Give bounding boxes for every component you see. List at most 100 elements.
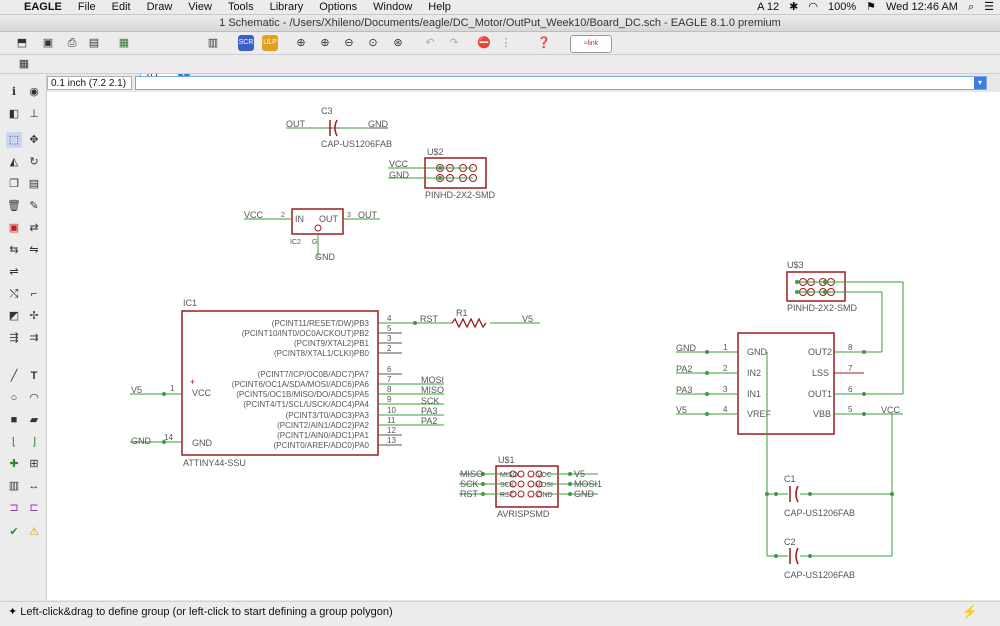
- script-icon[interactable]: SCR: [238, 35, 254, 51]
- group-icon[interactable]: ⬚: [6, 132, 22, 148]
- header-u2[interactable]: U$2 PINHD-2X2-SMD VCC GND: [388, 147, 496, 200]
- polygon-icon[interactable]: ▰: [29, 414, 39, 426]
- motor-driver-ic[interactable]: GND IN2 IN1 VREF OUT2 LSS OUT1 VBB 1 2 3…: [676, 332, 903, 435]
- frame-icon[interactable]: ⊐: [9, 502, 19, 514]
- design-link-icon[interactable]: ≈link: [570, 35, 612, 53]
- window-title-bar: 1 Schematic - /Users/Xhileno/Documents/e…: [0, 15, 1000, 32]
- menu-edit[interactable]: Edit: [111, 1, 131, 13]
- zoom-fit-icon[interactable]: ⊕: [296, 37, 306, 49]
- library-icon[interactable]: ▥: [207, 37, 219, 49]
- input-source-indicator[interactable]: A 12: [757, 1, 780, 13]
- menu-tools[interactable]: Tools: [227, 1, 254, 13]
- menu-file[interactable]: File: [77, 1, 96, 13]
- undo-icon[interactable]: ↶: [425, 37, 435, 49]
- print-icon[interactable]: ⎙: [67, 37, 77, 49]
- regulator-ic2[interactable]: IN OUT G 2 3 IC2 VCC OUT GND: [244, 208, 380, 262]
- wifi-icon[interactable]: ◠: [808, 1, 818, 13]
- wire-icon[interactable]: ⌊: [11, 436, 17, 448]
- ic1-name: IC1: [183, 298, 197, 308]
- r1-name: R1: [456, 308, 468, 318]
- app-menu[interactable]: EAGLE: [24, 1, 62, 13]
- schematic-drawing[interactable]: C3 CAP-US1206FAB OUT GND U$2 PINHD-2X2-S…: [47, 92, 1000, 600]
- help-icon[interactable]: ❓: [537, 37, 551, 49]
- line-icon[interactable]: ╱: [10, 370, 18, 382]
- name-icon[interactable]: ⇉: [29, 332, 39, 344]
- isp-header-u1[interactable]: U$1 AVRISPSMD MISO SCK RST VCC MOSI GND …: [459, 455, 602, 519]
- circle-icon[interactable]: ○: [10, 392, 18, 404]
- clock[interactable]: Wed 12:46 AM: [886, 1, 958, 13]
- u1-pin-rst: RST: [500, 492, 515, 499]
- gate-swap-icon[interactable]: ⇆: [9, 244, 19, 256]
- bluetooth-icon[interactable]: ✱: [789, 1, 799, 13]
- zoom-redraw-icon[interactable]: ⊙: [368, 37, 378, 49]
- redo-icon[interactable]: ↷: [449, 37, 459, 49]
- net-icon[interactable]: ⌋: [31, 436, 37, 448]
- flag-icon[interactable]: ⚑: [866, 1, 876, 13]
- display-layers-icon[interactable]: ◧: [8, 108, 20, 120]
- cam-icon[interactable]: ▤: [88, 37, 100, 49]
- menu-options[interactable]: Options: [319, 1, 358, 13]
- rectangle-icon[interactable]: ■: [10, 414, 18, 426]
- stop-icon[interactable]: ⛔: [477, 37, 491, 49]
- mirror-icon[interactable]: ◭: [9, 156, 19, 168]
- miter-icon[interactable]: ⌐: [30, 288, 38, 300]
- add-part-icon[interactable]: ▣: [8, 222, 20, 234]
- search-icon[interactable]: ⌕: [967, 1, 975, 13]
- delete-icon[interactable]: 🗑: [7, 200, 21, 212]
- microcontroller-ic1[interactable]: IC1 ATTINY44-SSU VCC GND + V5 GND 1 14 (…: [130, 298, 540, 468]
- split-icon[interactable]: ⤭: [9, 288, 19, 300]
- battery-indicator[interactable]: 100%: [827, 1, 857, 13]
- paste-icon[interactable]: ▤: [28, 178, 40, 190]
- menu-view[interactable]: View: [188, 1, 212, 13]
- warning-icon[interactable]: ⚠: [29, 526, 39, 538]
- save-icon[interactable]: ▣: [42, 37, 54, 49]
- info-icon[interactable]: ℹ: [11, 86, 17, 98]
- show-icon[interactable]: ◉: [29, 86, 39, 98]
- zoom-in-icon[interactable]: ⊕: [320, 37, 330, 49]
- driver-net-v5: V5: [676, 405, 687, 415]
- ic1-pin-number: 12: [387, 426, 396, 435]
- driver-net-pa2: PA2: [676, 364, 692, 374]
- menu-window[interactable]: Window: [373, 1, 413, 13]
- rotate-icon[interactable]: ↻: [29, 156, 39, 168]
- pin-swap-icon[interactable]: ⇋: [29, 244, 39, 256]
- zoom-select-icon[interactable]: ⊛: [393, 37, 403, 49]
- smash-icon[interactable]: ◩: [8, 310, 20, 322]
- port-icon[interactable]: ⊏: [29, 502, 39, 514]
- arc-icon[interactable]: ◠: [29, 392, 39, 404]
- attribute-icon[interactable]: ▥: [8, 480, 20, 492]
- capacitors-c1-c2[interactable]: C1 CAP-US1206FAB C2 CAP-US1206FAB: [765, 352, 894, 580]
- go-icon[interactable]: ⋮: [500, 37, 512, 49]
- u1-net-mosi1: MOSI1: [574, 479, 602, 489]
- wrench-icon[interactable]: ✎: [29, 200, 39, 212]
- move-icon[interactable]: ✥: [29, 134, 39, 146]
- driver-pinnum-6: 6: [848, 385, 853, 394]
- board-switch-icon[interactable]: ▦: [118, 37, 130, 49]
- menu-draw[interactable]: Draw: [146, 1, 173, 13]
- capacitor-c3[interactable]: C3 CAP-US1206FAB OUT GND: [286, 106, 392, 149]
- mark-icon[interactable]: ⊥: [29, 108, 39, 120]
- text-icon[interactable]: T: [30, 370, 38, 382]
- change-icon[interactable]: ✢: [29, 310, 39, 322]
- chevron-down-icon[interactable]: ▾: [974, 77, 986, 89]
- invoke-icon[interactable]: ⇌: [9, 266, 19, 278]
- zoom-out-icon[interactable]: ⊖: [344, 37, 354, 49]
- copy-icon[interactable]: ❐: [9, 178, 19, 190]
- menu-help[interactable]: Help: [428, 1, 451, 13]
- schematic-canvas[interactable]: C3 CAP-US1206FAB OUT GND U$2 PINHD-2X2-S…: [47, 92, 1000, 600]
- stop-command-bolt-icon[interactable]: ⚡: [961, 604, 978, 619]
- command-line-input[interactable]: ▾: [135, 76, 987, 90]
- ic2-pin-in: IN: [295, 214, 304, 224]
- erc-icon[interactable]: ✔: [9, 526, 19, 538]
- menu-library[interactable]: Library: [269, 1, 304, 13]
- dimension-icon[interactable]: ↔: [28, 480, 40, 492]
- ulp-icon[interactable]: ULP: [262, 35, 278, 51]
- menu-list-icon[interactable]: ☰: [984, 1, 994, 13]
- optimize-icon[interactable]: ⇶: [9, 332, 19, 344]
- open-file-icon[interactable]: ⬒: [16, 37, 28, 49]
- grid-icon[interactable]: ▦: [18, 58, 30, 70]
- junction-icon[interactable]: ✚: [9, 458, 19, 470]
- label-icon[interactable]: ⊞: [29, 458, 39, 470]
- replace-icon[interactable]: ⇄: [29, 222, 39, 234]
- header-u3[interactable]: U$3 PINHD-2X2-SMD: [786, 260, 904, 394]
